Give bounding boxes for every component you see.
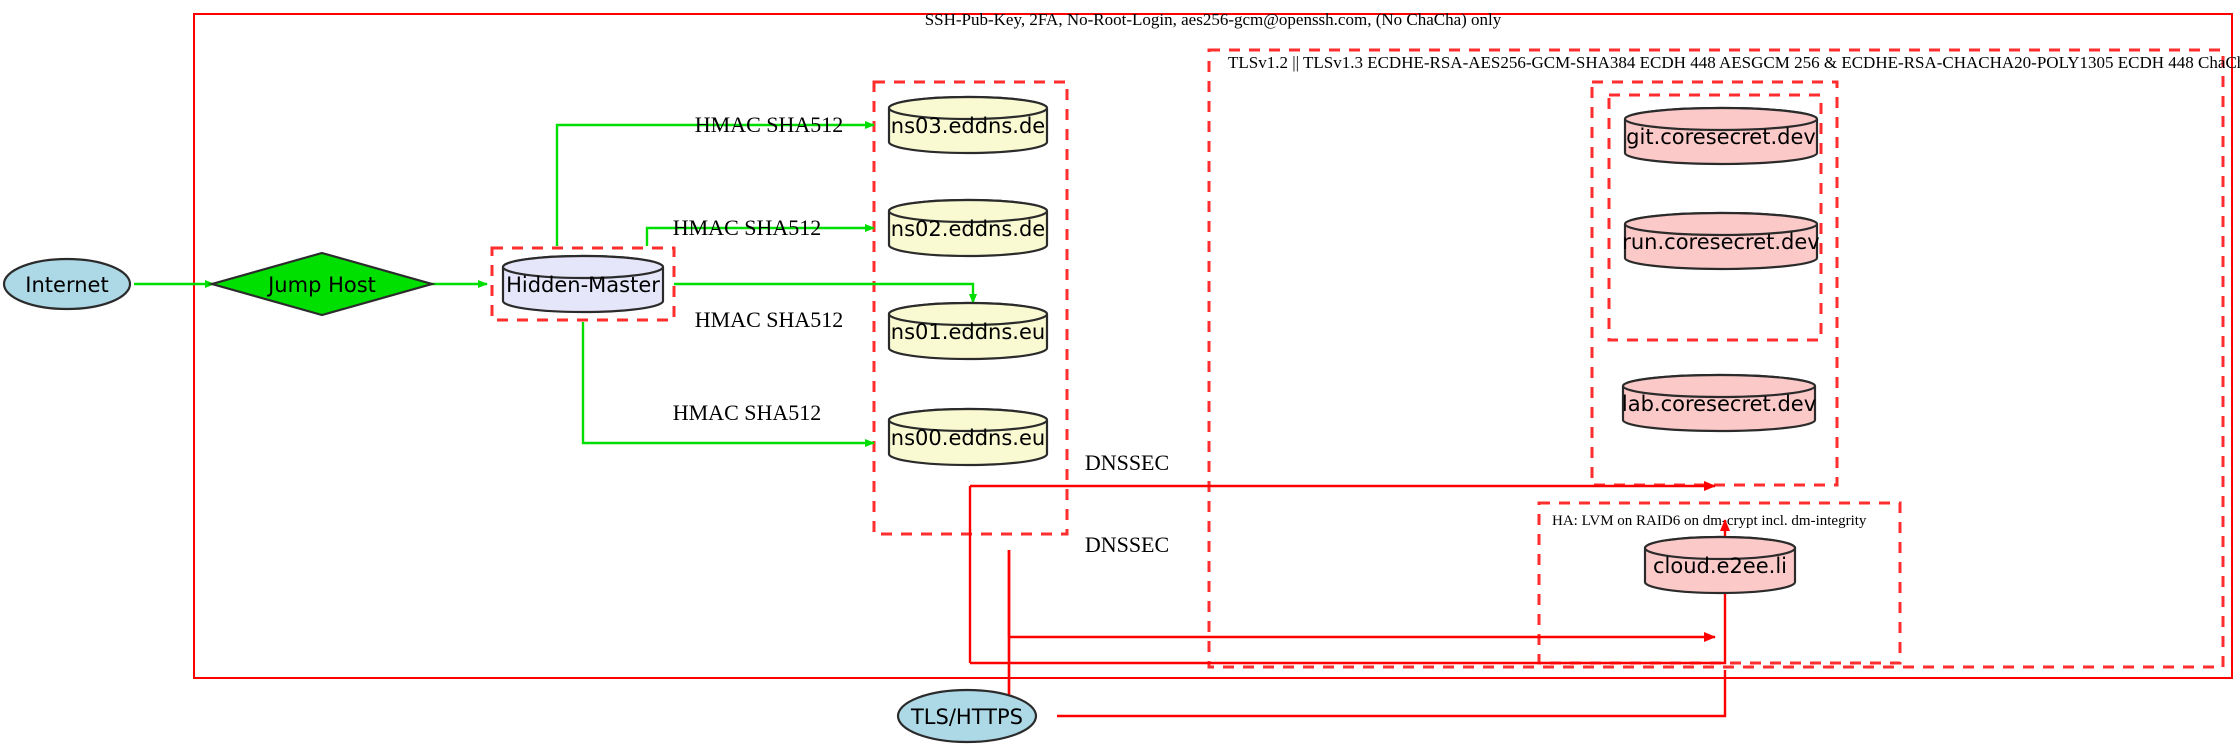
cluster-hidden-master	[490, 246, 676, 322]
edge-label-hmac-ns03: HMAC SHA512	[695, 112, 844, 137]
node-git-label: git.coresecret.dev	[1626, 125, 1816, 149]
node-git-coresecret[interactable]: git.coresecret.dev	[1623, 106, 1819, 166]
node-ns00-label: ns00.eddns.eu	[891, 426, 1045, 450]
edge-hiddenmaster-to-ns02	[645, 224, 875, 246]
node-tls-https-label: TLS/HTTPS	[910, 705, 1023, 729]
edge-hiddenmaster-to-ns01	[674, 282, 977, 304]
node-run-coresecret[interactable]: run.coresecret.dev	[1622, 211, 1820, 271]
edge-label-dnssec-lower: DNSSEC	[1085, 532, 1169, 557]
node-jump-host-label: Jump Host	[266, 273, 376, 297]
node-cloud-label: cloud.e2ee.li	[1653, 554, 1787, 578]
cluster-outer-security	[193, 13, 2233, 679]
node-cloud-e2ee[interactable]: cloud.e2ee.li	[1643, 535, 1797, 595]
node-ns03-label: ns03.eddns.de	[891, 114, 1045, 138]
cluster-tls-policy	[1207, 48, 2225, 669]
node-lab-coresecret[interactable]: lab.coresecret.dev	[1622, 373, 1816, 433]
edge-tls-right	[1057, 670, 1727, 718]
node-ns02-label: ns02.eddns.de	[891, 217, 1045, 241]
node-tls-https[interactable]: TLS/HTTPS	[896, 688, 1038, 744]
node-internet[interactable]: Internet	[2, 257, 132, 311]
node-ns02[interactable]: ns02.eddns.de	[887, 198, 1049, 258]
edge-label-hmac-ns01: HMAC SHA512	[695, 307, 844, 332]
edge-dnssec-upper-return	[970, 519, 1730, 665]
node-hidden-master-label: Hidden-Master	[506, 273, 660, 297]
node-ns00[interactable]: ns00.eddns.eu	[887, 407, 1049, 467]
node-ns03[interactable]: ns03.eddns.de	[887, 95, 1049, 155]
node-ns01[interactable]: ns01.eddns.eu	[887, 301, 1049, 361]
node-run-label: run.coresecret.dev	[1622, 230, 1820, 254]
edge-label-hmac-ns00: HMAC SHA512	[673, 400, 822, 425]
edge-label-hmac-ns02: HMAC SHA512	[673, 215, 822, 240]
label-outer-security: SSH-Pub-Key, 2FA, No-Root-Login, aes256-…	[925, 10, 1502, 29]
edge-hiddenmaster-to-ns03	[555, 121, 875, 246]
edge-label-dnssec-upper: DNSSEC	[1085, 450, 1169, 475]
label-ha-storage: HA: LVM on RAID6 on dm-crypt incl. dm-in…	[1552, 513, 1867, 529]
edge-hiddenmaster-to-ns00	[581, 322, 875, 447]
node-jump-host[interactable]: Jump Host	[207, 251, 437, 317]
cluster-git-run	[1607, 93, 1823, 342]
label-tls-policy: TLSv1.2 || TLSv1.3 ECDHE-RSA-AES256-GCM-…	[1228, 53, 2240, 72]
node-ns01-label: ns01.eddns.eu	[891, 320, 1045, 344]
node-hidden-master[interactable]: Hidden-Master	[501, 254, 665, 314]
node-lab-label: lab.coresecret.dev	[1622, 392, 1816, 416]
node-internet-label: Internet	[25, 273, 108, 297]
